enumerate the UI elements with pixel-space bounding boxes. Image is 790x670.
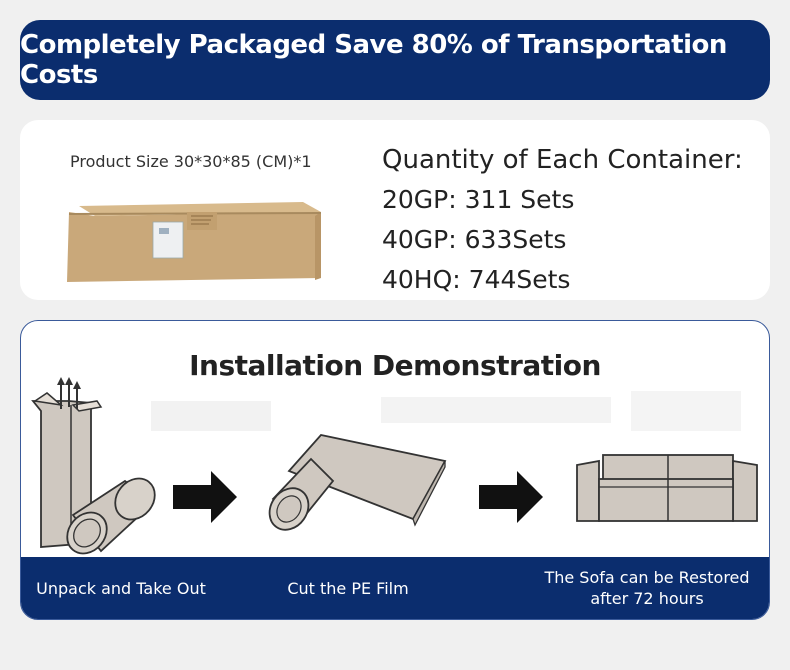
- background-watermark: [151, 391, 741, 431]
- cardboard-box-icon: [65, 198, 325, 291]
- right-arrow-icon: [173, 471, 237, 523]
- header-banner: Completely Packaged Save 80% of Transpor…: [20, 20, 770, 100]
- right-arrow-icon: [479, 471, 543, 523]
- installation-title: Installation Demonstration: [189, 349, 601, 382]
- unroll-film-icon: [268, 434, 447, 531]
- container-qty-40hq: 40HQ: 744Sets: [382, 265, 571, 294]
- packaging-info-card: Product Size 30*30*85 (CM)*1 Quantity of…: [20, 120, 770, 300]
- container-quantity-block: Quantity of Each Container: 20GP: 311 Se…: [382, 140, 743, 300]
- container-qty-40gp: 40GP: 633Sets: [382, 225, 567, 254]
- banner-title: Completely Packaged Save 80% of Transpor…: [20, 30, 727, 90]
- step-label-restore: The Sofa can be Restored after 72 hours: [544, 568, 750, 608]
- step-label-unpack: Unpack and Take Out: [36, 578, 206, 598]
- sofa-icon: [576, 454, 758, 522]
- unbox-roll-icon: [31, 377, 156, 555]
- installation-card: Installation Demonstration: [20, 320, 770, 620]
- container-qty-20gp: 20GP: 311 Sets: [382, 185, 575, 214]
- product-size-label: Product Size 30*30*85 (CM)*1: [70, 152, 312, 171]
- container-quantity-title: Quantity of Each Container:: [382, 145, 743, 175]
- steps-caption-bar: Unpack and Take Out Cut the PE Film The …: [21, 557, 769, 619]
- step-label-cut-film: Cut the PE Film: [287, 578, 409, 598]
